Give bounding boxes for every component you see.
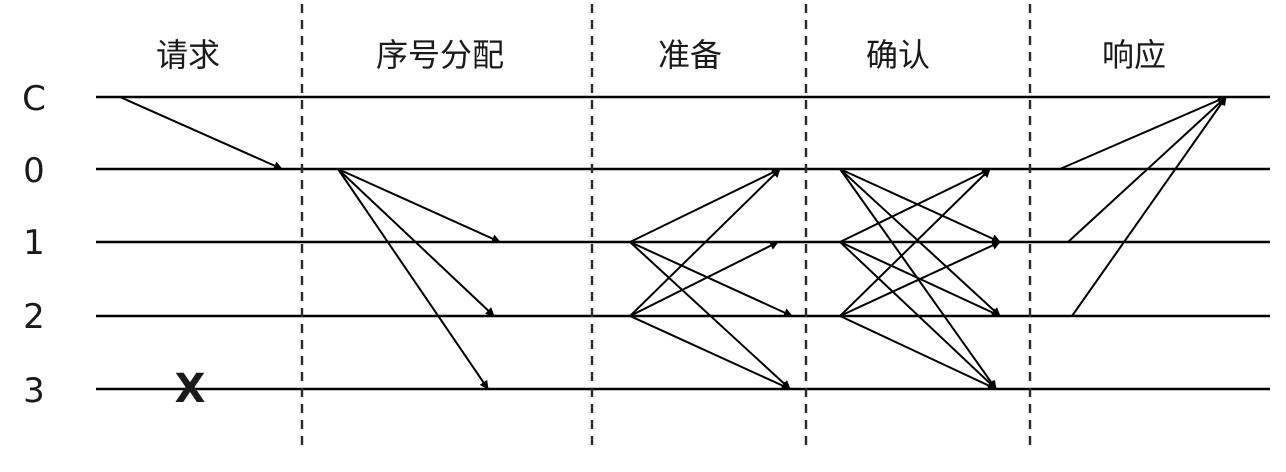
phase-label-reply: 响应 [1102,36,1166,74]
node-3-failure-mark: X [175,366,206,412]
message-arrow-reply-0-to-C [1059,96,1227,170]
node-label-0: 0 [23,151,45,191]
message-arrow-reply-2-to-C [1071,96,1227,317]
message-arrows [119,96,1227,390]
message-arrow-commit-2-to-0 [839,168,991,317]
message-arrow-commit-1-to-0 [839,168,991,243]
message-arrow-commit-0-to-1 [839,168,1001,243]
message-arrow-prepare-1-to-2 [629,241,793,317]
message-arrow-commit-2-to-3 [839,315,997,390]
phase-label-request: 请求 [156,36,220,74]
message-arrow-commit-2-to-1 [839,241,1001,317]
node-label-2: 2 [23,297,45,337]
message-arrow-pre-prepare-0-to-3 [337,168,489,390]
message-arrow-reply-1-to-C [1067,96,1227,243]
message-arrow-request-C-to-0 [119,96,283,170]
message-arrow-commit-1-to-3 [839,241,997,390]
message-arrow-prepare-1-to-3 [629,241,791,390]
phase-label-commit: 确认 [866,36,930,74]
message-arrow-prepare-1-to-0 [629,168,781,243]
message-arrow-prepare-2-to-1 [629,241,779,317]
message-arrow-prepare-2-to-3 [629,315,791,390]
message-arrow-pre-prepare-0-to-2 [337,168,495,317]
node-label-3: 3 [23,371,45,411]
node-label-1: 1 [23,223,45,263]
message-arrow-prepare-2-to-0 [629,168,781,317]
node-label-client: C [22,79,46,119]
phase-label-prepare: 准备 [658,36,722,74]
phase-label-pre-prepare: 序号分配 [376,36,504,74]
message-arrow-commit-0-to-2 [839,168,1001,317]
message-arrow-pre-prepare-0-to-1 [337,168,501,243]
